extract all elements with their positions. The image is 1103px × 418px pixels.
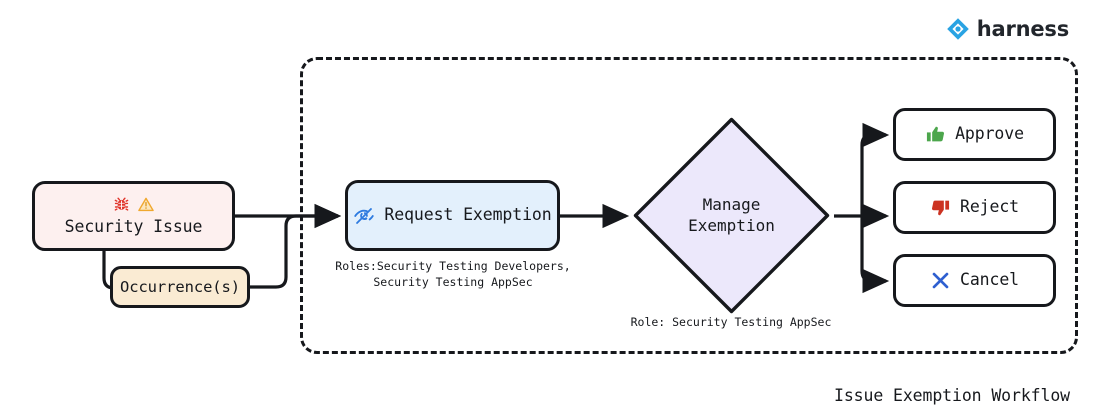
- caption-manage-exemption: Role: Security Testing AppSec: [630, 315, 832, 329]
- node-approve-label: Approve: [955, 124, 1024, 144]
- bug-icon: [114, 197, 128, 212]
- harness-diamond-logo-icon: [946, 18, 969, 40]
- exemption-workflow-boundary: [300, 57, 1078, 354]
- node-request-exemption[interactable]: Request Exemption: [345, 180, 560, 251]
- figure-title: Issue Exemption Workflow: [833, 386, 1070, 405]
- diamond-shape: [633, 117, 830, 314]
- node-request-exemption-label: Request Exemption: [384, 205, 552, 225]
- node-cancel[interactable]: Cancel: [893, 254, 1056, 307]
- node-occurrences[interactable]: Occurrence(s): [110, 266, 250, 308]
- eye-slash-icon: [354, 207, 375, 224]
- node-occurrences-label: Occurrence(s): [119, 277, 240, 296]
- node-cancel-label: Cancel: [959, 270, 1019, 290]
- brand-logo: harness: [946, 17, 1069, 41]
- close-x-icon: [932, 272, 949, 289]
- node-reject-label: Reject: [959, 197, 1019, 217]
- node-security-issue-label: Security Issue: [64, 216, 203, 236]
- thumbs-down-icon: [931, 200, 950, 216]
- caption-request-exemption: Roles:Security Testing Developers, Secur…: [335, 259, 571, 289]
- security-issue-icon-row: [113, 195, 155, 215]
- node-manage-exemption-label: Manage Exemption: [688, 194, 775, 235]
- brand-name: harness: [976, 17, 1069, 41]
- node-manage-exemption[interactable]: Manage Exemption: [629, 113, 834, 318]
- node-reject[interactable]: Reject: [893, 181, 1056, 234]
- node-security-issue[interactable]: Security Issue: [32, 181, 235, 251]
- node-approve[interactable]: Approve: [893, 108, 1056, 161]
- thumbs-up-icon: [927, 126, 945, 142]
- warning-triangle-icon: [137, 198, 154, 212]
